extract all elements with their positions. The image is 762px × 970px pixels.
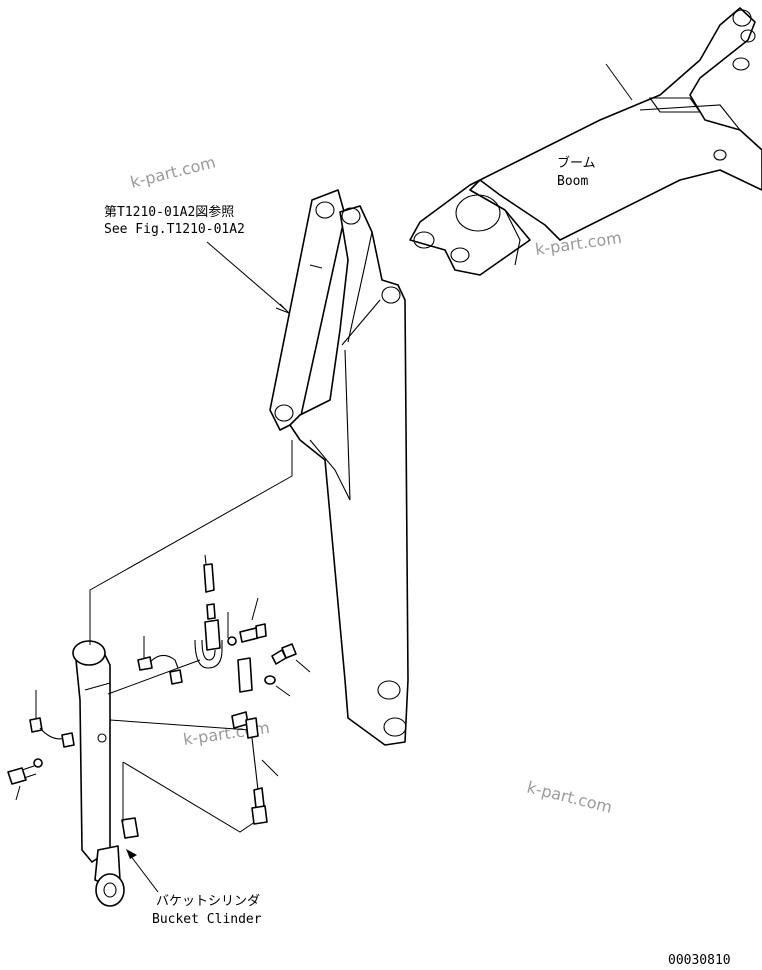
frame-line-tube — [109, 719, 251, 731]
boom — [409, 7, 762, 276]
boom-label-jp: ブーム — [557, 155, 596, 171]
lower-tube — [231, 711, 279, 825]
cylinder-label-jp: バケットシリンダ — [156, 894, 260, 909]
ref-arrowhead — [275, 303, 290, 314]
bolt-middle-right — [264, 643, 311, 697]
boom-label-en: Boom — [557, 174, 588, 189]
boom-leader — [605, 63, 633, 101]
frame-line-arm-cylinder — [89, 440, 293, 645]
frame-line-lower — [122, 761, 266, 833]
bolt-upper-right — [227, 597, 267, 646]
upper-hose — [203, 554, 221, 651]
watermark-2: k-part.com — [534, 228, 623, 259]
ref-label-jp: 第T1210-01A2図参照 — [104, 204, 234, 220]
cylinder-leader — [129, 854, 159, 893]
ref-leader — [206, 241, 287, 311]
cylinder-arrowhead — [126, 849, 137, 859]
bolt-left — [7, 758, 43, 801]
clamp-left — [29, 690, 75, 748]
watermark-1: k-part.com — [128, 152, 217, 192]
drawing-number: 00030810 — [668, 953, 731, 968]
u-tube-inner — [201, 639, 216, 661]
u-tube — [194, 639, 223, 669]
lower-hose-connector — [237, 657, 253, 693]
arm — [289, 205, 409, 746]
bucket-cylinder — [72, 640, 139, 907]
watermark-4: k-part.com — [525, 777, 614, 817]
cylinder-label-en: Bucket Clinder — [152, 912, 262, 927]
frame-line-clamp — [107, 659, 201, 695]
clamp-upper — [137, 636, 183, 685]
ref-label-en: See Fig.T1210-01A2 — [104, 222, 245, 237]
